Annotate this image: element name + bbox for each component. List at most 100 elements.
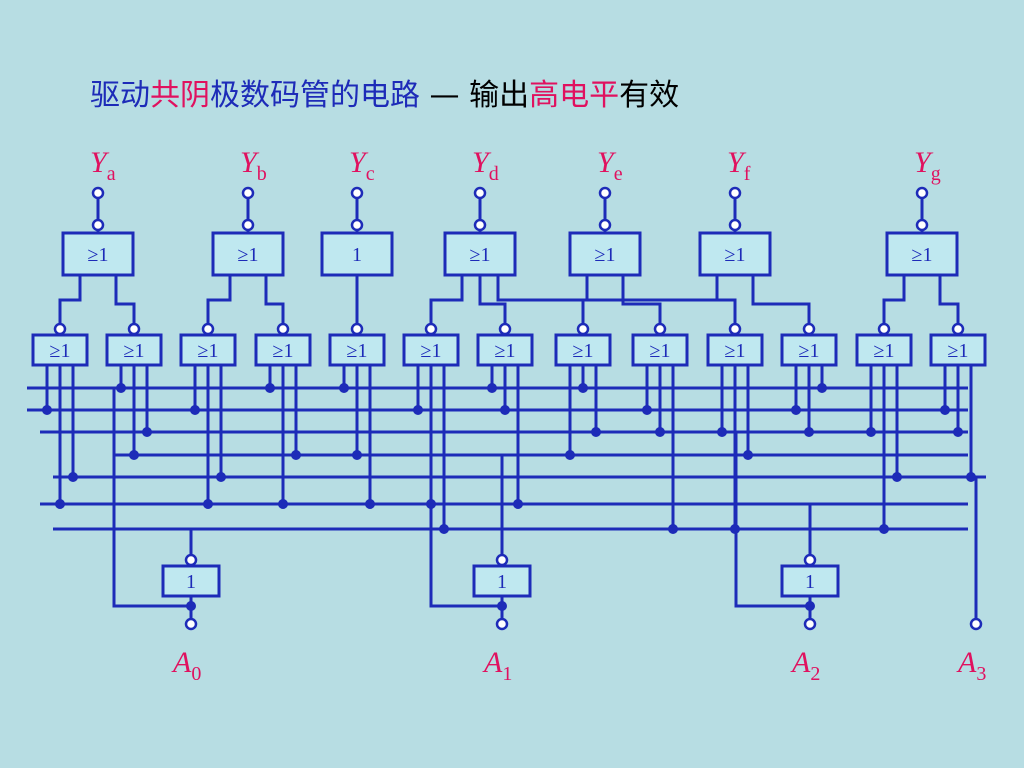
input-terminal: [495, 617, 509, 631]
junction-dot: [487, 383, 497, 393]
or-input-wire: [429, 275, 464, 324]
output-label-g: Yg: [914, 146, 941, 185]
input-terminal: [969, 617, 983, 631]
title-part-3: 极数码管的电路: [210, 78, 420, 113]
input-label-1: A1: [482, 646, 512, 685]
page-title: 驱动共阴极数码管的电路 — 输出高电平有效: [90, 76, 679, 116]
junction-dot: [55, 499, 65, 509]
junction-dot: [513, 499, 523, 509]
output-terminal: [350, 186, 364, 200]
junction-dot: [186, 601, 196, 611]
or-gate-5: [328, 333, 386, 367]
output-terminal: [598, 186, 612, 200]
junction-dot: [966, 472, 976, 482]
junction-dot: [655, 427, 665, 437]
input-label-3: A3: [956, 646, 986, 685]
or-gate-11: [780, 333, 838, 367]
or-gate-7: [476, 333, 534, 367]
output-gate-b: [211, 231, 285, 277]
junction-dot: [866, 427, 876, 437]
output-gate-b-symbol: ≥1: [238, 244, 259, 266]
junction-dot: [591, 427, 601, 437]
or-gate-4-symbol: ≥1: [273, 340, 294, 362]
input-label-2: A2: [790, 646, 820, 685]
inverting-output-bubble: [127, 322, 141, 336]
or-input-wire: [581, 275, 589, 324]
inverting-output-bubble: [53, 322, 67, 336]
or-gate-2-symbol: ≥1: [124, 340, 145, 362]
inverting-output-bubble: [803, 553, 817, 567]
bus-A1-feed: [429, 410, 502, 608]
junction-dot: [879, 524, 889, 534]
junction-dot: [743, 450, 753, 460]
junction-dot: [817, 383, 827, 393]
junction-dot: [68, 472, 78, 482]
output-gate-f: [698, 231, 772, 277]
inverting-output-bubble: [576, 322, 590, 336]
output-gate-c-symbol: 1: [352, 244, 362, 266]
inverting-output-bubble: [598, 218, 612, 232]
junction-dot: [42, 405, 52, 415]
output-terminal: [91, 186, 105, 200]
output-label-f: Yf: [727, 146, 751, 185]
inverting-output-bubble: [276, 322, 290, 336]
output-label-b: Yb: [240, 146, 267, 185]
junction-dot: [439, 524, 449, 534]
junction-dot: [717, 427, 727, 437]
or-input-wire: [58, 275, 82, 324]
output-gate-e: [568, 231, 642, 277]
inverting-output-bubble: [728, 218, 742, 232]
or-gate-7-symbol: ≥1: [495, 340, 516, 362]
junction-dot: [500, 405, 510, 415]
junction-dot: [578, 383, 588, 393]
inverter-1: [161, 564, 221, 598]
junction-dot: [497, 601, 507, 611]
output-label-e: Ye: [597, 146, 623, 185]
junction-dot: [565, 450, 575, 460]
output-gate-c: [320, 231, 394, 277]
or-gate-1-symbol: ≥1: [50, 340, 71, 362]
or-input-wire: [264, 275, 285, 324]
junction-dot: [668, 524, 678, 534]
or-input-wire: [496, 275, 737, 324]
inverting-output-bubble: [915, 218, 929, 232]
or-input-wire: [751, 275, 811, 324]
output-label-a: Ya: [90, 146, 116, 185]
inverter-1-symbol: 1: [186, 571, 196, 593]
junction-dot: [352, 450, 362, 460]
junction-dot: [278, 499, 288, 509]
or-input-wire: [621, 275, 662, 324]
output-gate-a-symbol: ≥1: [88, 244, 109, 266]
junction-dot: [730, 524, 740, 534]
or-gate-9-symbol: ≥1: [650, 340, 671, 362]
input-label-0: A0: [171, 646, 201, 685]
junction-dot: [190, 405, 200, 415]
junction-dot: [892, 472, 902, 482]
or-gate-5-symbol: ≥1: [347, 340, 368, 362]
output-terminal: [915, 186, 929, 200]
inverter-2: [472, 564, 532, 598]
or-gate-6-symbol: ≥1: [421, 340, 442, 362]
or-input-wire: [206, 275, 232, 324]
output-label-d: Yd: [472, 146, 499, 185]
output-gate-a: [61, 231, 135, 277]
or-input-wire: [882, 275, 906, 324]
inverting-output-bubble: [728, 322, 742, 336]
output-terminal: [473, 186, 487, 200]
junction-dot: [142, 427, 152, 437]
junction-dot: [804, 427, 814, 437]
or-gate-10-symbol: ≥1: [725, 340, 746, 362]
output-label-c: Yc: [349, 146, 375, 185]
junction-dot: [426, 499, 436, 509]
junction-dot: [413, 405, 423, 415]
inverting-output-bubble: [498, 322, 512, 336]
junction-dot: [216, 472, 226, 482]
input-terminal: [184, 617, 198, 631]
inverting-output-bubble: [184, 553, 198, 567]
inverting-output-bubble: [951, 322, 965, 336]
or-input-wire: [114, 275, 136, 324]
inverting-output-bubble: [495, 553, 509, 567]
junction-dot: [291, 450, 301, 460]
